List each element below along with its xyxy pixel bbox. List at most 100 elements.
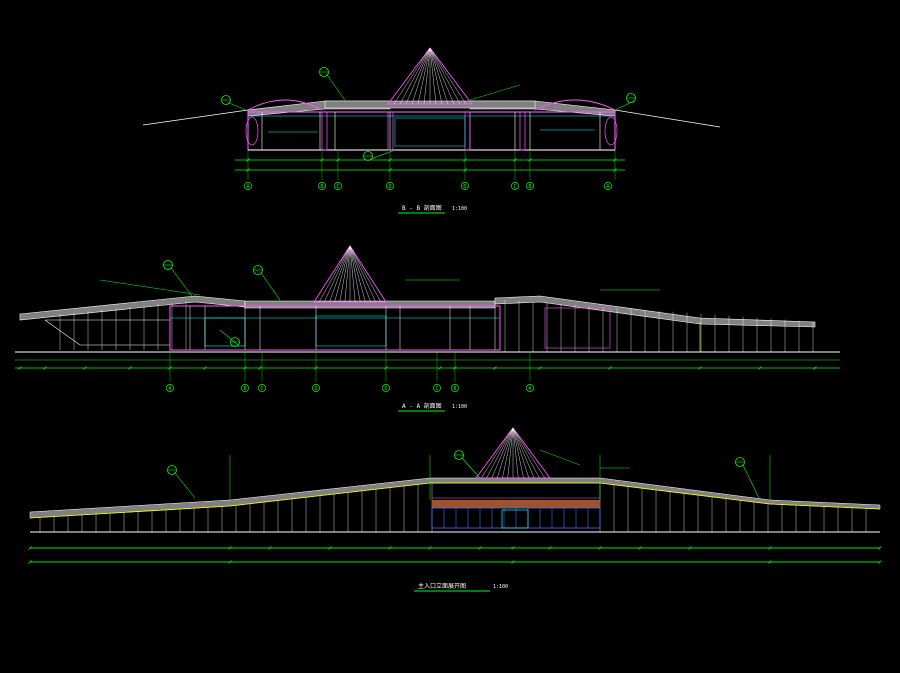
pyramid-rafter (512, 427, 530, 479)
axis-bubble (604, 182, 612, 190)
pyramid-rafter (512, 427, 545, 479)
pyramid-rafter (429, 47, 455, 105)
axis-bubble-label: A (606, 184, 609, 190)
leader-line (469, 84, 521, 101)
pyramid-rafter (429, 47, 443, 105)
axis-bubble-label: B (453, 386, 456, 392)
elevation-title-text: 主入口立面展开图 (418, 582, 466, 590)
section-a-a-title: A - A 剖面图 1:100 (398, 402, 467, 412)
left-ground-slope (142, 109, 249, 126)
elevation-scale: 1:100 (493, 584, 508, 590)
dimension-tick (768, 546, 772, 550)
axis-bubble (334, 182, 342, 190)
axis-bubble (382, 384, 390, 392)
axis-bubble (511, 182, 519, 190)
axis-bubble-label: D (388, 184, 391, 190)
dimension-tick (511, 560, 515, 564)
dimension-tick (688, 546, 692, 550)
dimension-tick (478, 546, 482, 550)
axis-bubble (312, 384, 320, 392)
axis-bubble-label: D (463, 184, 466, 190)
building-outline (169, 305, 501, 351)
entrance-wood-band (432, 500, 600, 508)
dimension-tick (128, 366, 132, 370)
dimension-tick (28, 560, 32, 564)
pyramid-rafter (349, 245, 366, 303)
pyramid-rafter (349, 245, 361, 303)
dimension-tick (388, 546, 392, 550)
dimension-tick (878, 546, 882, 550)
axis-bubble (258, 384, 266, 392)
pyramid-rafter (339, 245, 351, 303)
pyramid-rafter (324, 245, 351, 303)
dimension-tick (228, 560, 232, 564)
section-a-a-title-text: A - A 剖面图 (402, 402, 442, 410)
leader-line (219, 329, 239, 346)
axis-bubble (318, 182, 326, 190)
center-roof-slab (324, 100, 536, 109)
dimension-tick (768, 560, 772, 564)
axis-bubble-label: C (513, 184, 516, 190)
dimension-tick (638, 546, 642, 550)
leader-line (99, 279, 201, 296)
dimension-tick (203, 366, 207, 370)
axis-bubble (241, 384, 249, 392)
right-arch (534, 99, 616, 111)
axis-bubble-label: C (260, 386, 263, 392)
dimension-tick (878, 560, 882, 564)
dimension-tick (228, 546, 232, 550)
dimension-tick (538, 366, 542, 370)
pyramid-rafter (429, 47, 449, 105)
leader-line (326, 74, 346, 101)
axis-bubble (526, 384, 534, 392)
axis-bubble (244, 182, 252, 190)
section-b-b-scale: 1:100 (452, 206, 467, 212)
section-b-b-title: B - B 剖面图 1:100 (398, 204, 467, 214)
dimension-tick (18, 366, 22, 370)
axis-bubble-label: A (528, 386, 531, 392)
pyramid-rafter (334, 245, 351, 303)
dimension-tick (328, 546, 332, 550)
dimension-tick (83, 366, 87, 370)
axis-bubble (451, 384, 459, 392)
dimension-tick (511, 546, 515, 550)
section-b-b-title-text: B - B 剖面图 (402, 204, 442, 212)
pyramid-rafter (411, 47, 431, 105)
pyramid-rafter (405, 47, 431, 105)
right-ground-slope (614, 109, 721, 128)
dimension-tick (758, 366, 762, 370)
left-end-curve (245, 116, 259, 146)
axis-bubble (166, 384, 174, 392)
pyramid-rafter (344, 245, 351, 303)
pyramid-rafter (512, 427, 519, 479)
axis-bubble (461, 182, 469, 190)
pyramid-rafter (429, 47, 467, 105)
leader-line (461, 457, 481, 479)
elevation-title: 主入口立面展开图 1:100 (414, 582, 508, 592)
axis-bubble-label: C (336, 184, 339, 190)
right-long-roof (494, 295, 816, 328)
pyramid-rafter (481, 427, 514, 479)
interior-glazing (394, 117, 466, 147)
axis-bubble (526, 182, 534, 190)
leader-line (370, 149, 396, 160)
axis-bubble-label: A (246, 184, 249, 190)
entrance-door (501, 509, 529, 529)
leader-line (228, 102, 247, 111)
pyramid-rafter (496, 427, 514, 479)
dimension-tick (493, 366, 497, 370)
dimension-tick (258, 366, 262, 370)
right-end-curve (604, 116, 618, 146)
leader-line (260, 272, 281, 301)
pyramid-rafter (502, 427, 514, 479)
pyramid-rafter (491, 427, 514, 479)
dimension-tick (428, 546, 432, 550)
leader-line (614, 100, 635, 111)
wall-column (321, 111, 328, 151)
dimension-tick (268, 546, 272, 550)
pyramid-rafter (429, 47, 461, 105)
axis-bubble (433, 384, 441, 392)
pyramid-rafter (349, 245, 356, 303)
